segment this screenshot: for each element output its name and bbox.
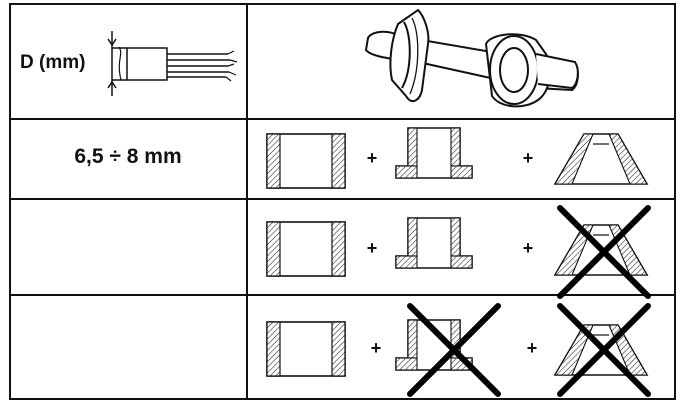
bushing-assembly-icon [364, 8, 579, 108]
cable-diameter-icon [107, 31, 238, 96]
row-label: 6,5 ÷ 8 mm [74, 145, 182, 168]
plus-sign: + [526, 338, 538, 358]
plus-sign: + [370, 338, 382, 358]
flanged-sleeve-icon [395, 217, 473, 269]
plus-sign: + [522, 238, 534, 258]
bush-icon [266, 321, 346, 377]
plus-sign: + [366, 148, 378, 168]
bush-icon [266, 133, 346, 189]
diameter-label: D (mm) [20, 52, 86, 73]
cone-washer-icon [554, 133, 648, 185]
plus-sign: + [366, 238, 378, 258]
plus-sign: + [522, 148, 534, 168]
flanged-sleeve-icon [395, 127, 473, 179]
bush-icon [266, 221, 346, 277]
